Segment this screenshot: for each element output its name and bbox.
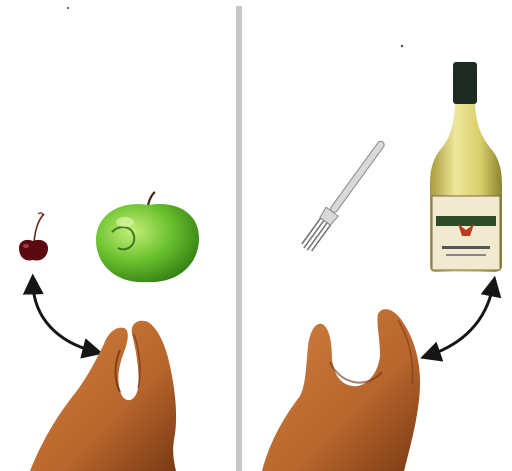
panel-divider [236, 6, 242, 471]
speck [401, 45, 403, 47]
speck [67, 7, 69, 9]
